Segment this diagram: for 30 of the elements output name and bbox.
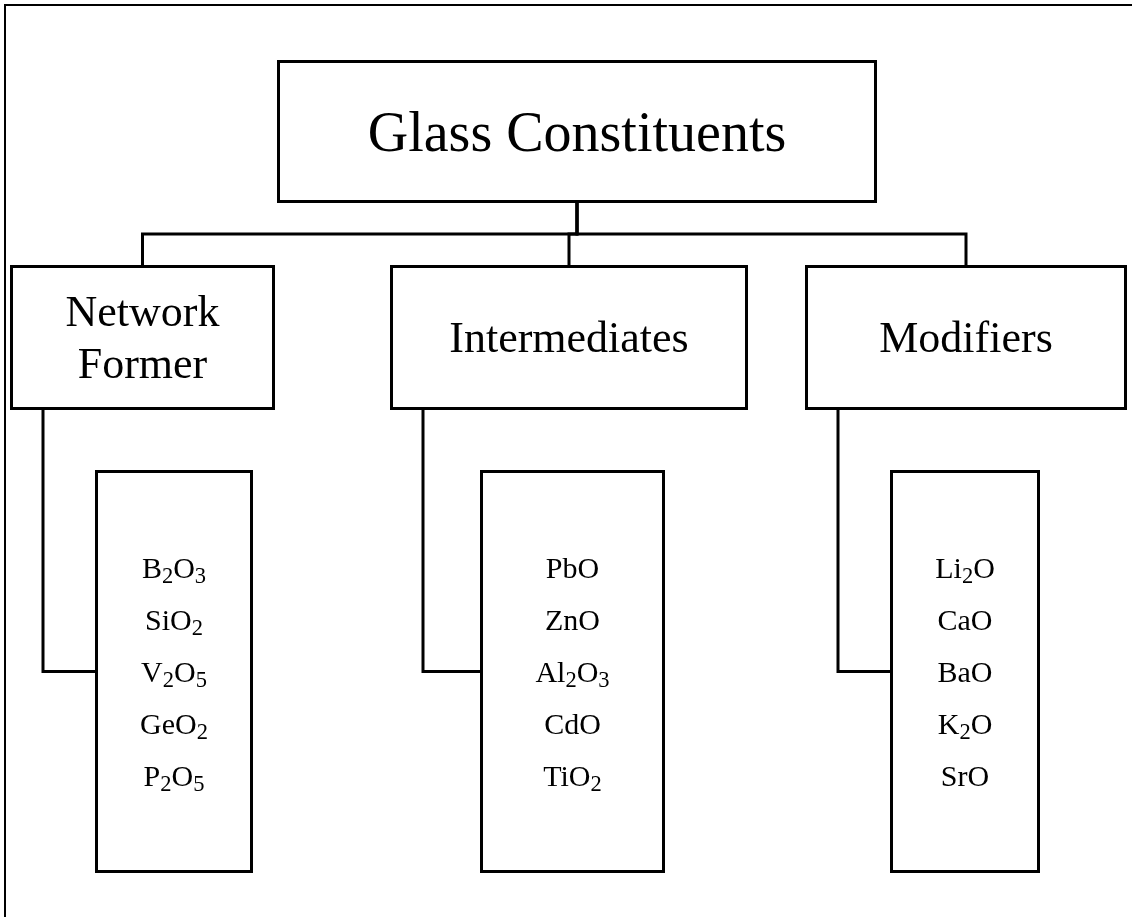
oxide-formula: B$_{2}$O$_{3}$ [141, 549, 207, 591]
oxide-formula: ZnO [545, 601, 600, 638]
oxide-formula: SiO$_{2}$ [145, 601, 203, 643]
oxide-formula: PbO [545, 549, 600, 586]
oxide-formula: K$_{2}$O [937, 705, 993, 747]
connector-line [575, 203, 968, 265]
oxide-list-box [480, 470, 665, 873]
connector-line [836, 410, 890, 673]
connector-line [421, 410, 480, 673]
oxide-formula: TiO$_{2}$ [543, 757, 602, 799]
oxide-list-box [890, 470, 1040, 873]
oxide-formula: P$_{2}$O$_{5}$ [143, 757, 205, 799]
category-box [10, 265, 275, 410]
category-box [805, 265, 1127, 410]
oxide-formula: BaO [937, 653, 993, 690]
connector-line [41, 410, 95, 673]
category-label: Modifiers [879, 311, 1053, 364]
oxide-formula: Li$_{2}$O [935, 549, 995, 591]
category-label: Intermediates [449, 311, 689, 364]
oxide-formula: V$_{2}$O$_{5}$ [141, 653, 207, 695]
category-box [390, 265, 748, 410]
oxide-list-box [95, 470, 253, 873]
oxide-formula: GeO$_{2}$ [140, 705, 208, 747]
category-label: Glass Constituents [367, 99, 787, 165]
oxide-formula: CdO [544, 705, 601, 742]
oxide-formula: SrO [940, 757, 990, 794]
oxide-formula: CaO [937, 601, 993, 638]
category-box [277, 60, 877, 203]
category-label: Network Former [64, 285, 221, 390]
oxide-formula: Al$_{2}$O$_{3}$ [535, 653, 610, 695]
